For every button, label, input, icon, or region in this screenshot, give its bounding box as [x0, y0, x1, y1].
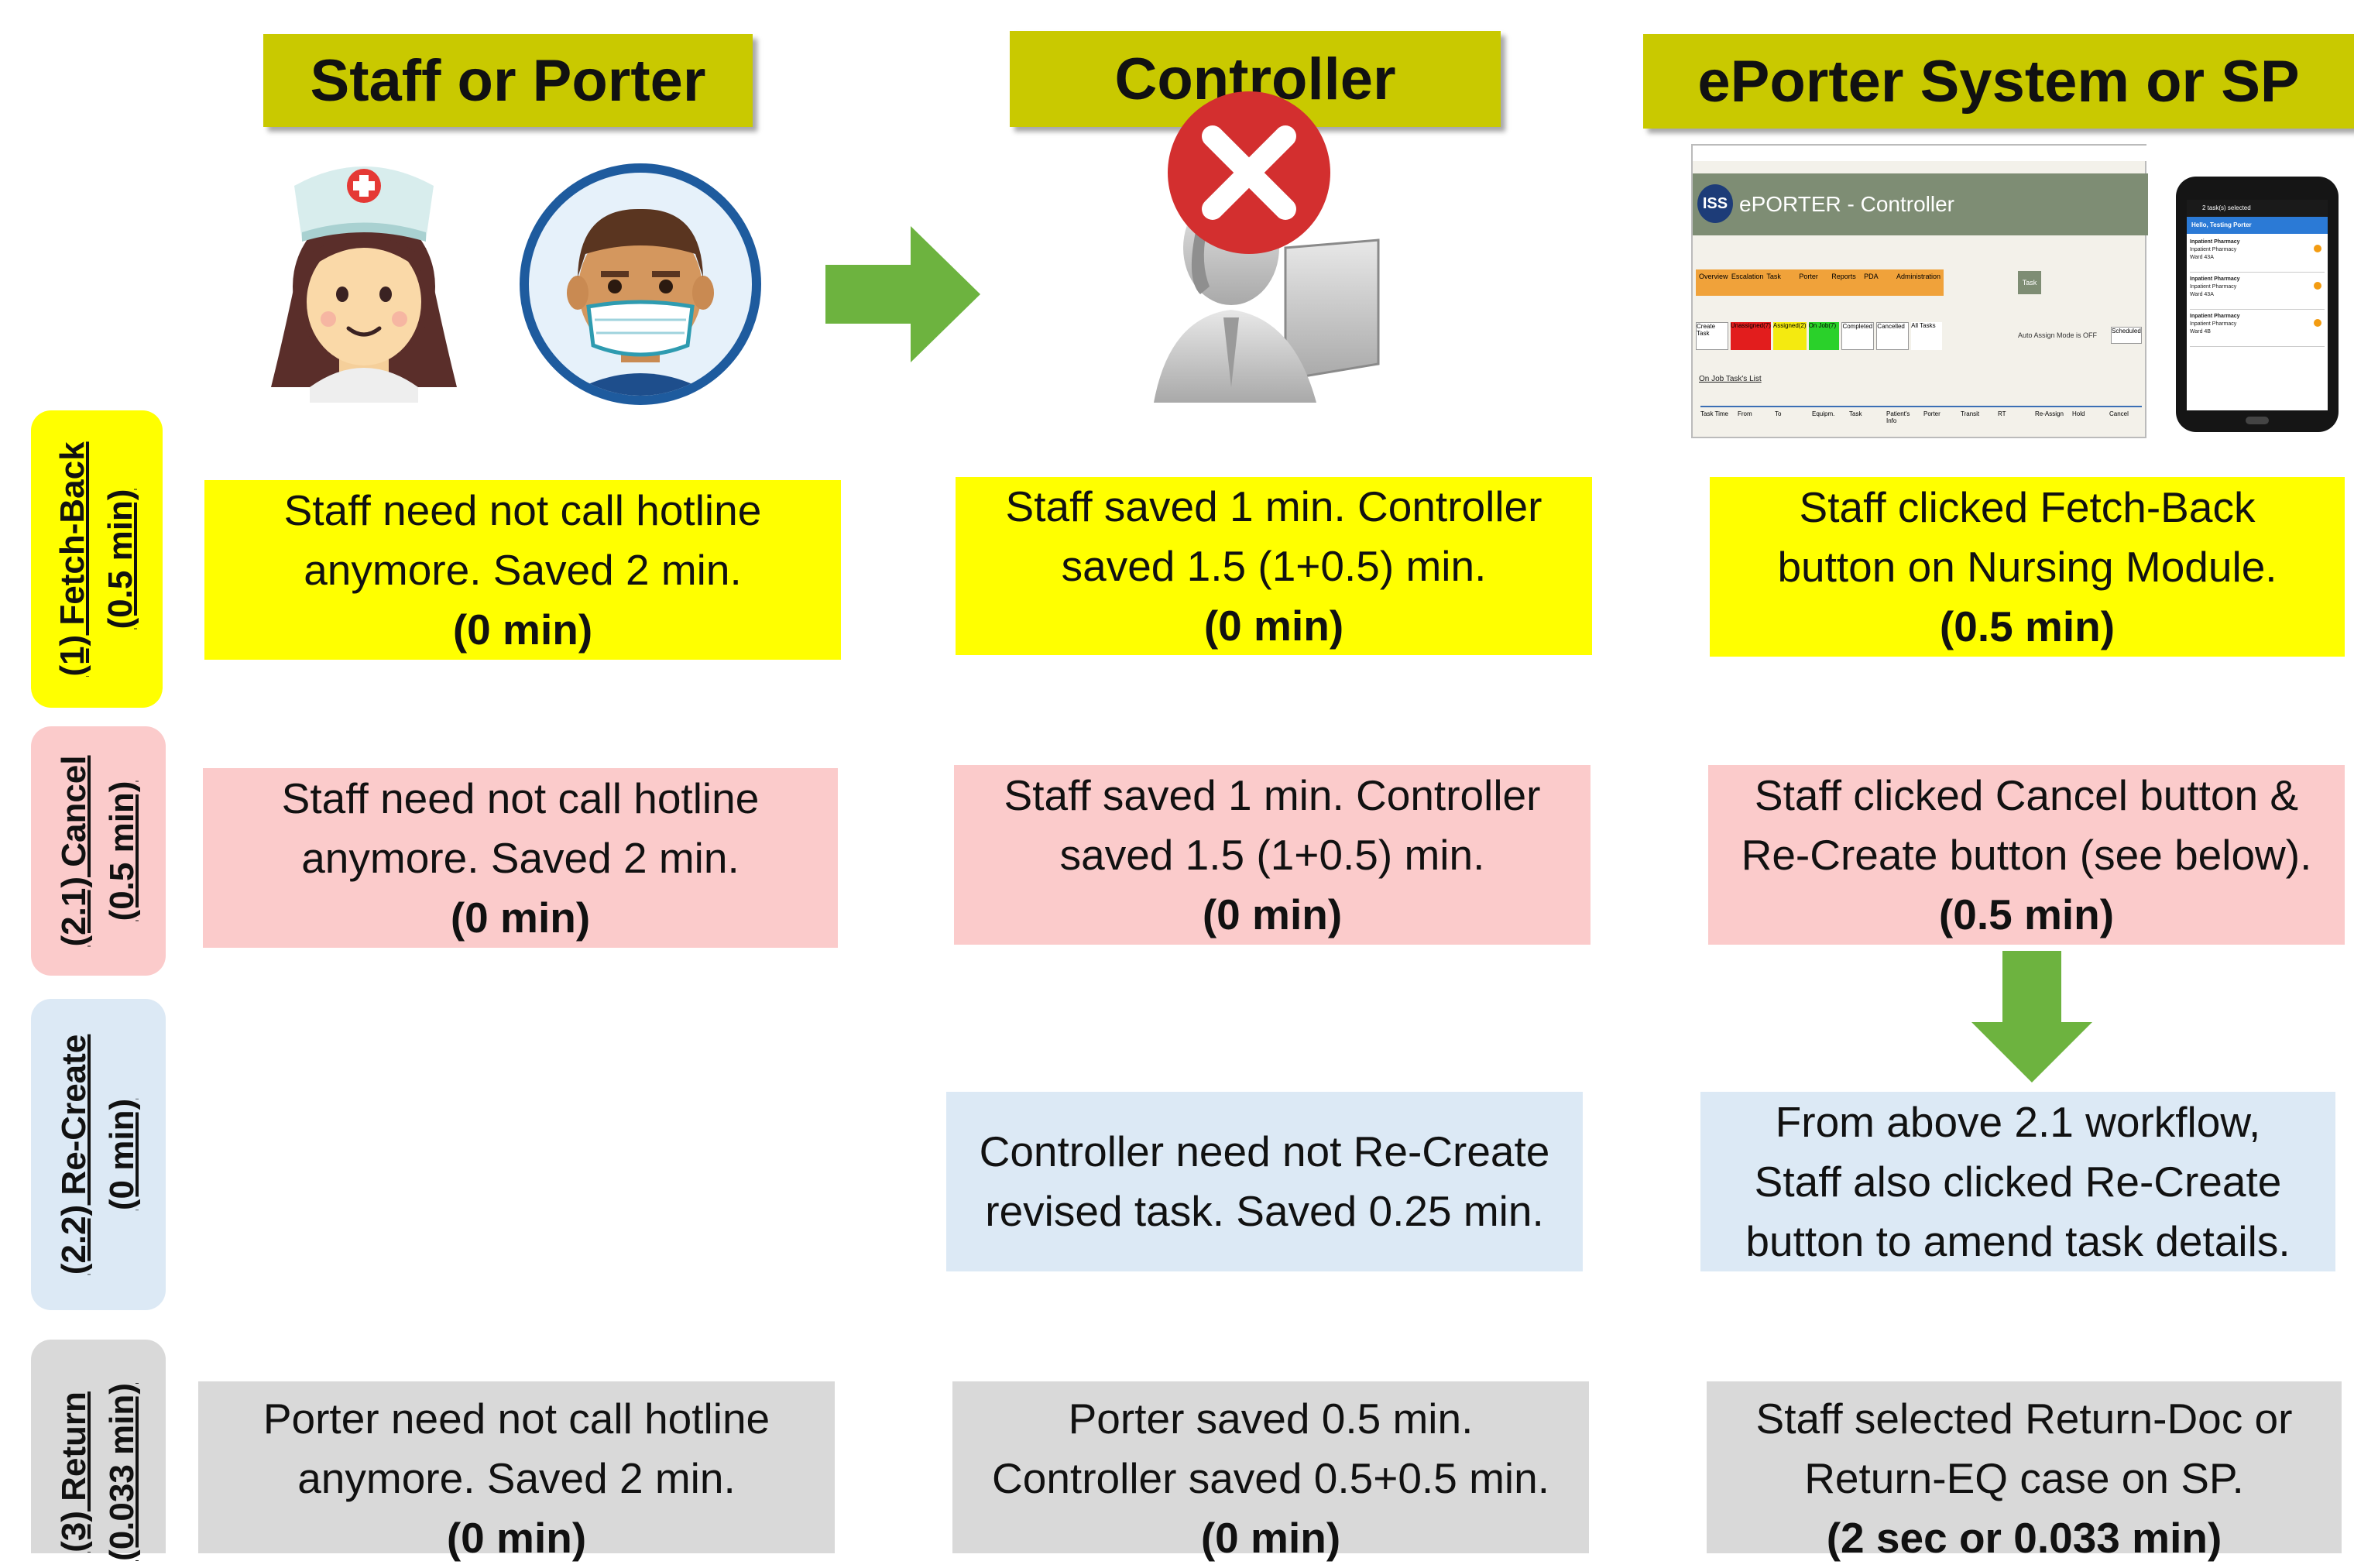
auto-assign-status: Auto Assign Mode is OFF — [2018, 331, 2098, 339]
controller-operator-icon — [1154, 190, 1380, 403]
header-staff-label: Staff or Porter — [310, 47, 706, 114]
filter-create-task[interactable]: Create Task — [1696, 322, 1728, 350]
eporter-title: ePORTER - Controller — [1739, 192, 1955, 216]
phone-home-button — [2246, 417, 2269, 424]
phone-list-item[interactable]: Inpatient Pharmacy Inpatient Pharmacy Wa… — [2190, 238, 2325, 273]
header-staff: Staff or Porter — [263, 34, 753, 127]
cancel-system-box: Staff clicked Cancel button &Re-Create b… — [1708, 765, 2345, 945]
filter-completed[interactable]: Completed — [1841, 322, 1875, 350]
filter-all-tasks[interactable]: All Tasks — [1911, 322, 1943, 350]
tab-reports[interactable]: Reports — [1831, 273, 1856, 280]
iss-logo: ISS — [1697, 184, 1733, 223]
cross-icon — [1168, 91, 1330, 254]
recreate-system-box: From above 2.1 workflow,Staff also click… — [1700, 1092, 2335, 1271]
row-label-recreate: (2.2) Re-Create(0 min) — [31, 999, 166, 1310]
filter-assigned[interactable]: Assigned(2) — [1772, 322, 1807, 350]
phone-status-bar: 2 task(s) selected — [2187, 200, 2328, 217]
eporter-tabs: Overview Escalation Task Porter Reports … — [1696, 269, 1944, 296]
tab-task[interactable]: Task — [1766, 273, 1781, 280]
task-list-title: On Job Task's List — [1699, 375, 1762, 383]
eporter-banner — [1693, 173, 2148, 235]
right-arrow-icon — [825, 226, 980, 362]
tab-overview[interactable]: Overview — [1699, 273, 1728, 280]
tab-porter[interactable]: Porter — [1799, 273, 1818, 280]
phone-icon: 2 task(s) selected Hello, Testing Porter… — [2176, 177, 2339, 432]
phone-greeting: Hello, Testing Porter — [2187, 217, 2328, 234]
header-system: ePorter System or SP — [1643, 34, 2354, 129]
tab-administration[interactable]: Administration — [1896, 273, 1941, 280]
phone-list-item[interactable]: Inpatient Pharmacy Inpatient Pharmacy Wa… — [2190, 313, 2325, 347]
row-label-fetch-back: (1) Fetch-Back(0.5 min) — [31, 410, 163, 708]
filter-unassigned[interactable]: Unassigned(7) — [1730, 322, 1771, 350]
task-list-header: Task Time From To Equipm. Task Patient's… — [1700, 406, 2142, 429]
scheduled-button[interactable]: Scheduled — [2111, 327, 2142, 344]
header-system-label: ePorter System or SP — [1697, 48, 2300, 115]
task-button[interactable]: Task — [2018, 271, 2041, 294]
filter-on-job[interactable]: On Job(7) — [1808, 322, 1840, 350]
tab-escalation[interactable]: Escalation — [1731, 273, 1764, 280]
phone-list-item[interactable]: Inpatient Pharmacy Inpatient Pharmacy Wa… — [2190, 276, 2325, 310]
porter-mask-icon — [520, 163, 761, 405]
filter-cancelled[interactable]: Cancelled — [1876, 322, 1910, 350]
row-label-return: (3) Return(0.033 min) — [31, 1340, 166, 1561]
row-label-cancel: (2.1) Cancel(0.5 min) — [31, 726, 166, 976]
nurse-icon — [271, 166, 457, 403]
down-arrow-icon — [1971, 951, 2092, 1083]
return-controller-box: Porter saved 0.5 min.Controller saved 0.… — [952, 1381, 1589, 1562]
eporter-screenshot: ISS ePORTER - Controller Overview Escala… — [1691, 144, 2148, 438]
tab-pda[interactable]: PDA — [1864, 273, 1879, 280]
